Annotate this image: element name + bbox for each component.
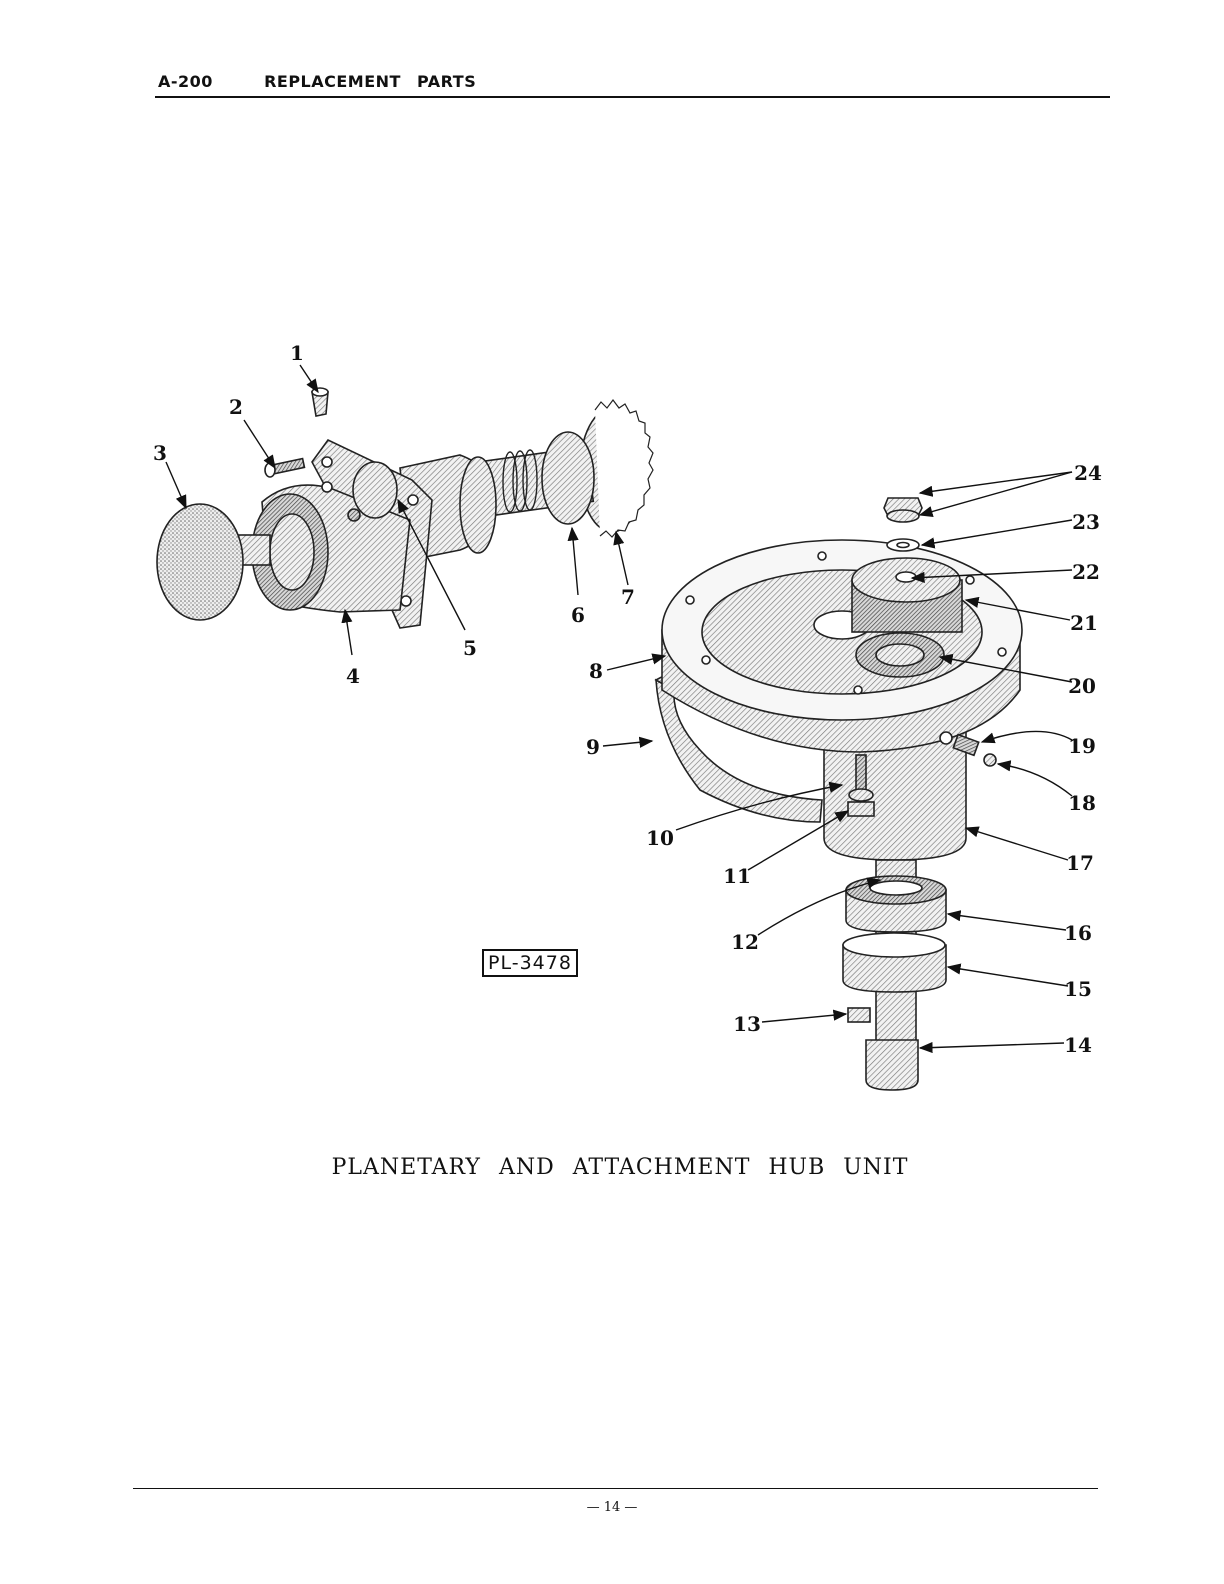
callout-6: 6 <box>571 603 585 627</box>
callout-18: 18 <box>1068 791 1096 815</box>
callout-7: 7 <box>621 585 635 609</box>
footer-rule <box>133 1488 1098 1489</box>
attachment-hub-assembly <box>157 388 653 628</box>
callout-12: 12 <box>731 930 759 954</box>
page-number: — 14 — <box>0 1500 1224 1515</box>
callout-9: 9 <box>586 735 600 759</box>
callout-20: 20 <box>1068 674 1096 698</box>
figure-caption: PLANETARY AND ATTACHMENT HUB UNIT <box>0 1155 1224 1180</box>
callout-15: 15 <box>1064 977 1092 1001</box>
callout-5: 5 <box>463 636 477 660</box>
callout-11: 11 <box>723 864 751 888</box>
callout-10: 10 <box>646 826 674 850</box>
callout-17: 17 <box>1066 851 1094 875</box>
callout-22: 22 <box>1072 560 1100 584</box>
callout-14: 14 <box>1064 1033 1092 1057</box>
callout-1: 1 <box>290 341 304 365</box>
callout-4: 4 <box>346 664 360 688</box>
callout-3: 3 <box>153 441 167 465</box>
callout-24: 24 <box>1074 461 1102 485</box>
planetary-assembly <box>656 498 1022 1090</box>
callout-2: 2 <box>229 395 243 419</box>
callout-16: 16 <box>1064 921 1092 945</box>
callout-23: 23 <box>1072 510 1100 534</box>
callout-21: 21 <box>1070 611 1098 635</box>
callout-8: 8 <box>589 659 603 683</box>
plate-id-label: PL-3478 <box>482 949 578 977</box>
callout-19: 19 <box>1068 734 1096 758</box>
callout-13: 13 <box>733 1012 761 1036</box>
